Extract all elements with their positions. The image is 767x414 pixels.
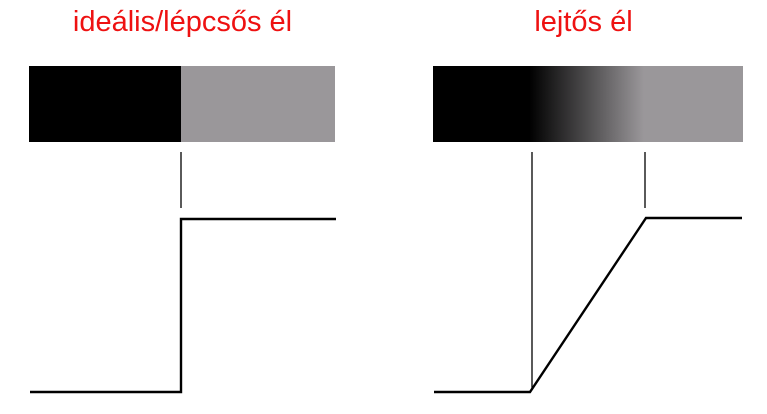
ramp-edge-title: lejtős él <box>534 6 633 38</box>
ideal-step-edge-intensity-strip <box>29 66 335 142</box>
ramp-edge-intensity-profile <box>434 216 742 394</box>
ideal-step-edge-title: ideális/lépcsős él <box>72 6 293 38</box>
step-edge-intensity-profile <box>30 217 336 394</box>
ramp-edge-intensity-strip <box>433 66 743 142</box>
